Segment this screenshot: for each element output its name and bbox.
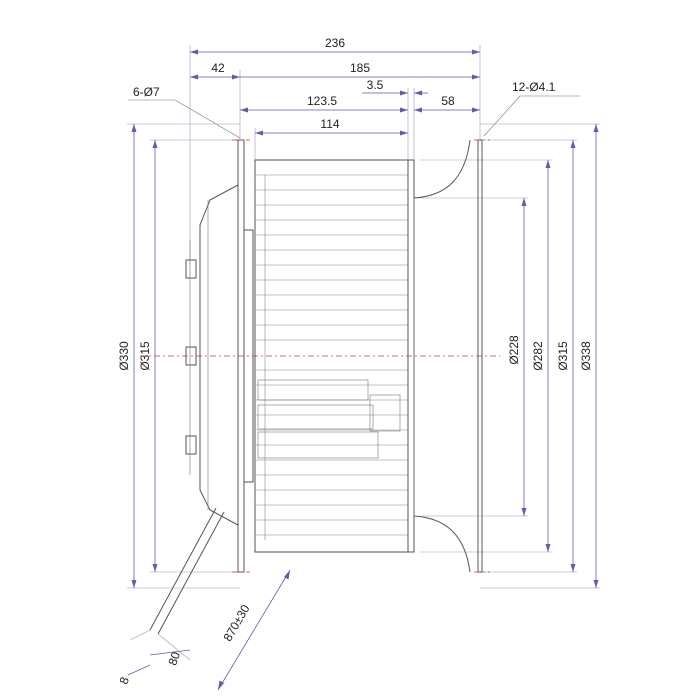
dim-label-42: 42	[211, 61, 225, 75]
left-dimensions: Ø330 Ø315	[117, 123, 240, 589]
motor-stud-bottom	[185, 435, 197, 455]
dim-label-3-5: 3.5	[367, 78, 384, 92]
fan-body	[185, 139, 490, 573]
dim-label-123-5: 123.5	[307, 94, 337, 108]
dim-label-cable-length: 870±30	[220, 602, 252, 644]
dim-label-d338: Ø338	[579, 341, 593, 371]
dim-label-cable-80: 80	[165, 650, 183, 668]
dim-label-d282: Ø282	[531, 341, 545, 371]
right-dimensions: Ø228 Ø282 Ø315 Ø338	[420, 123, 600, 589]
dim-label-58: 58	[441, 94, 455, 108]
top-dimensions: 236 42 185 3.5 123.5 58 114	[189, 36, 481, 265]
hub	[243, 229, 254, 483]
dim-label-d315-right: Ø315	[556, 341, 570, 371]
dim-label-185: 185	[350, 61, 370, 75]
dim-label-114: 114	[320, 117, 339, 131]
hole-callouts: 6-Ø7 12-Ø4.1	[128, 80, 580, 139]
dim-label-236: 236	[325, 36, 345, 50]
motor-stud-middle	[185, 346, 197, 366]
dim-label-d228: Ø228	[507, 335, 521, 365]
dim-label-cable-8: 8	[117, 675, 133, 686]
inlet-cone	[413, 139, 471, 573]
motor-stud-top	[185, 259, 197, 279]
impeller-blades	[255, 174, 408, 540]
internal-parts	[257, 379, 401, 459]
motor-housing	[199, 184, 239, 526]
callout-6-d7: 6-Ø7	[133, 85, 160, 99]
dim-label-d330: Ø330	[117, 341, 131, 371]
callout-12-d4-1: 12-Ø4.1	[512, 80, 556, 94]
